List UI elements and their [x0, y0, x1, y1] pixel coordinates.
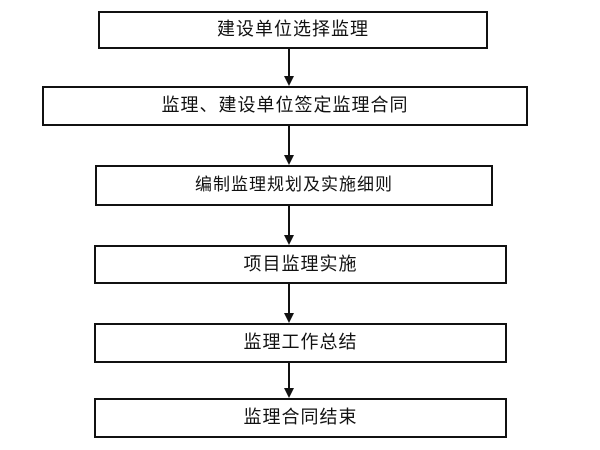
arrow-5-line	[288, 363, 290, 390]
arrow-4-head	[284, 313, 294, 323]
arrow-5-head	[284, 388, 294, 398]
flow-step-sign-contract: 监理、建设单位签定监理合同	[42, 86, 528, 126]
flow-step-project-supervision: 项目监理实施	[94, 245, 507, 284]
arrow-4-line	[288, 284, 290, 315]
flow-step-work-summary: 监理工作总结	[94, 323, 507, 363]
flow-step-contract-end: 监理合同结束	[94, 398, 507, 438]
flow-step-plan-and-rules: 编制监理规划及实施细则	[95, 165, 493, 206]
arrow-1-line	[288, 49, 290, 78]
flow-step-select-supervisor: 建设单位选择监理	[98, 11, 488, 49]
arrow-2-head	[284, 155, 294, 165]
arrow-3-line	[288, 206, 290, 237]
arrow-2-line	[288, 126, 290, 157]
arrow-1-head	[284, 76, 294, 86]
arrow-3-head	[284, 235, 294, 245]
